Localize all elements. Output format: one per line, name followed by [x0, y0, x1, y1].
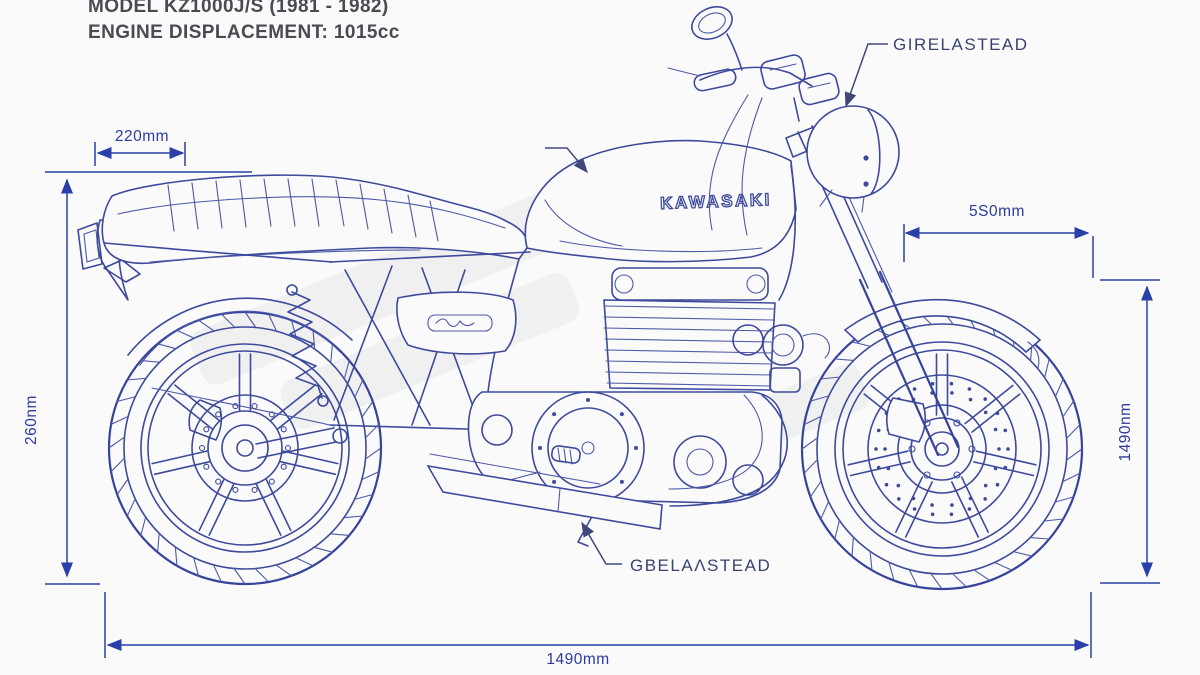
- callouts: GIRELASTEAD GBELAΛSTEAD: [545, 35, 1029, 575]
- front-wheel: [800, 307, 1084, 591]
- rear-wheel: [107, 310, 383, 586]
- grip: [693, 68, 737, 92]
- instrument-cluster: [760, 54, 840, 106]
- fuel-tank: KAWASAKI: [524, 139, 797, 263]
- header-model-line: MODEL KZ1000J/S (1981 - 1982): [88, 0, 389, 17]
- valve-cover: [611, 267, 769, 301]
- side-panel: [396, 291, 517, 355]
- dim-wheelbase: 1490mm: [546, 651, 609, 668]
- cooling-fins: [603, 305, 775, 387]
- exhaust-callout-label: GBELAΛSTEAD: [630, 556, 771, 575]
- footpeg: [550, 445, 581, 465]
- swingarm: [151, 387, 348, 459]
- dimension-annotations: 220mm 260nm 5S0mm 1490nm 1490mm: [23, 128, 1160, 668]
- front-wheel-spokes: [847, 353, 1037, 538]
- rear-brake-caliper: [188, 399, 223, 441]
- front-tire-tread: [801, 308, 1083, 590]
- rear-disc-holes: [198, 403, 292, 493]
- shock-spring: [287, 291, 323, 399]
- headlight-callout-leader: [844, 43, 888, 108]
- exhaust-callout-leader: [581, 521, 622, 565]
- header: MODEL KZ1000J/S (1981 - 1982) ENGINE DIS…: [88, 0, 400, 43]
- ignition-cover: [673, 435, 727, 489]
- tail-light: [77, 222, 103, 270]
- fork-sliders: [858, 270, 960, 457]
- sprocket-cover: [481, 414, 513, 446]
- rear-fender: [127, 297, 353, 356]
- front-disc-holes: [874, 381, 1010, 517]
- mirror-stalk: [726, 33, 743, 71]
- tank-leader: [545, 147, 588, 174]
- engine: [467, 267, 831, 547]
- carburetors: [732, 324, 831, 393]
- dim-left-height: 260nm: [23, 395, 40, 445]
- dim-rear-overhang: 220mm: [115, 128, 169, 145]
- headlight-callout-label: GIRELASTEAD: [893, 35, 1029, 54]
- front-brake-caliper: [885, 397, 927, 443]
- rear-tire-tread: [108, 311, 382, 585]
- control-cables: [708, 94, 763, 236]
- mirror: [691, 6, 733, 40]
- rear-turn-signal: [103, 259, 141, 283]
- side-panel-badge: [427, 314, 493, 332]
- rear-shock: [286, 284, 329, 407]
- exhaust: [426, 394, 789, 530]
- handlebar: [699, 66, 813, 87]
- cylinder-block: [603, 299, 776, 391]
- front-end: [667, 6, 960, 457]
- headlight: [806, 105, 900, 213]
- dim-front-span: 5S0mm: [969, 203, 1025, 220]
- front-fender: [843, 298, 1042, 369]
- dim-right-height: 1490nm: [1117, 402, 1134, 461]
- seat-ribs: [167, 178, 439, 242]
- header-pipe: [669, 394, 789, 507]
- steering-stem: [793, 97, 800, 122]
- seat: [101, 174, 529, 265]
- muffler: [426, 464, 663, 530]
- clutch-lever: [667, 67, 701, 77]
- header-displacement-line: ENGINE DISPLACEMENT: 1015cc: [88, 22, 400, 43]
- tank-logo: KAWASAKI: [660, 190, 772, 213]
